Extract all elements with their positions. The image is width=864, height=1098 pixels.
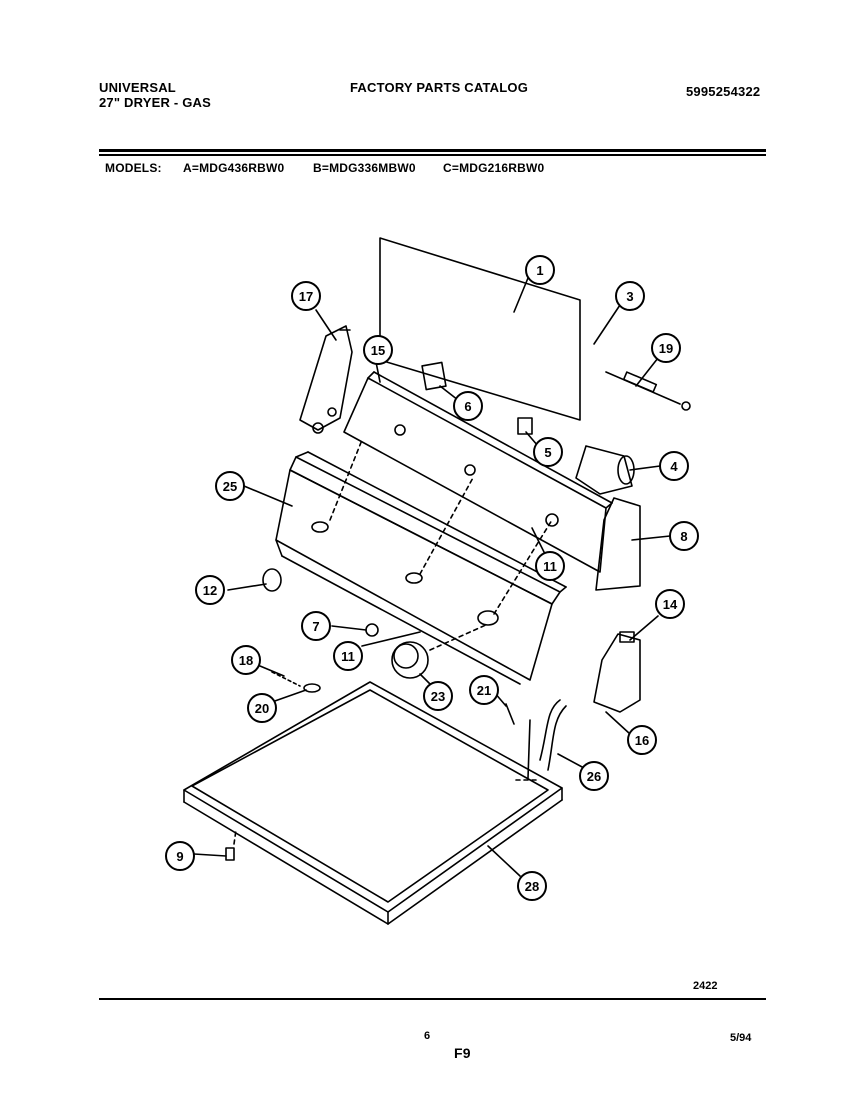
callout-label: 23 [431,689,445,704]
callout-26: 26 [579,761,609,791]
callout-label: 3 [626,289,633,304]
callout-label: 15 [371,343,385,358]
callout-label: 11 [543,559,557,574]
callout-11: 11 [333,641,363,671]
callout-label: 28 [525,879,539,894]
callout-label: 18 [239,653,253,668]
part-control-panel [343,371,613,573]
callout-label: 17 [299,289,313,304]
callout-15: 15 [363,335,393,365]
part-back-panel [379,237,581,421]
callout-12: 12 [195,575,225,605]
callout-5: 5 [533,437,563,467]
callout-16: 16 [627,725,657,755]
leader-lines [193,277,671,877]
part-21-screw [505,703,515,725]
callout-19: 19 [651,333,681,363]
callout-1: 1 [525,255,555,285]
callout-7: 7 [301,611,331,641]
callout-label: 20 [255,701,269,716]
part-door-switch [593,631,641,713]
model-c: C=MDG216RBW0 [443,161,545,175]
callout-label: 8 [680,529,687,544]
model-a: A=MDG436RBW0 [183,161,285,175]
part-knob-7 [365,623,379,637]
part-bracket-assembly [299,325,353,434]
callout-label: 6 [464,399,471,414]
callout-label: 26 [587,769,601,784]
callout-label: 7 [312,619,319,634]
product-name: 27" DRYER - GAS [99,95,211,110]
brand-name: UNIVERSAL [99,80,176,95]
callout-label: 9 [176,849,183,864]
revision-date: 5/94 [730,1032,752,1044]
callout-25: 25 [215,471,245,501]
header-rule-top [99,149,766,152]
callout-3: 3 [615,281,645,311]
callout-4: 4 [659,451,689,481]
part-small-knob [517,417,533,435]
part-switch [421,361,447,391]
figure-label: F9 [454,1045,471,1061]
callout-label: 12 [203,583,217,598]
footer-rule [99,998,766,1000]
part-timer [575,445,635,495]
callout-label: 21 [477,683,491,698]
callout-label: 16 [635,733,649,748]
part-end-cap [595,497,641,591]
page-number: 6 [424,1030,431,1042]
part-wires [527,699,567,779]
callout-18: 18 [231,645,261,675]
callout-label: 11 [341,649,355,664]
callout-label: 4 [670,459,678,474]
callout-9: 9 [165,841,195,871]
part-18-screw [271,671,301,687]
callout-8: 8 [669,521,699,551]
part-large-knob [391,641,429,679]
part-9-screw [225,847,235,861]
part-20-clip [303,683,321,693]
header-rule-bottom [99,154,766,156]
callout-23: 23 [423,681,453,711]
callout-14: 14 [655,589,685,619]
part-knob-12 [262,568,282,592]
callout-11: 11 [535,551,565,581]
callout-label: 14 [663,597,678,612]
part-dryer-top [183,681,563,925]
part-wire-harness [605,371,691,411]
callout-label: 1 [536,263,543,278]
callout-label: 25 [223,479,237,494]
callout-28: 28 [517,871,547,901]
callout-label: 19 [659,341,673,356]
callout-17: 17 [291,281,321,311]
catalog-title: FACTORY PARTS CATALOG [350,80,529,95]
guide-lines [233,439,553,845]
drawing-number: 2422 [693,980,718,992]
callout-label: 5 [544,445,551,460]
callout-20: 20 [247,693,277,723]
model-b: B=MDG336MBW0 [313,161,416,175]
callout-6: 6 [453,391,483,421]
part-front-console [275,451,567,685]
callout-21: 21 [469,675,499,705]
models-label: MODELS: [105,161,162,175]
catalog-number: 5995254322 [686,84,761,99]
